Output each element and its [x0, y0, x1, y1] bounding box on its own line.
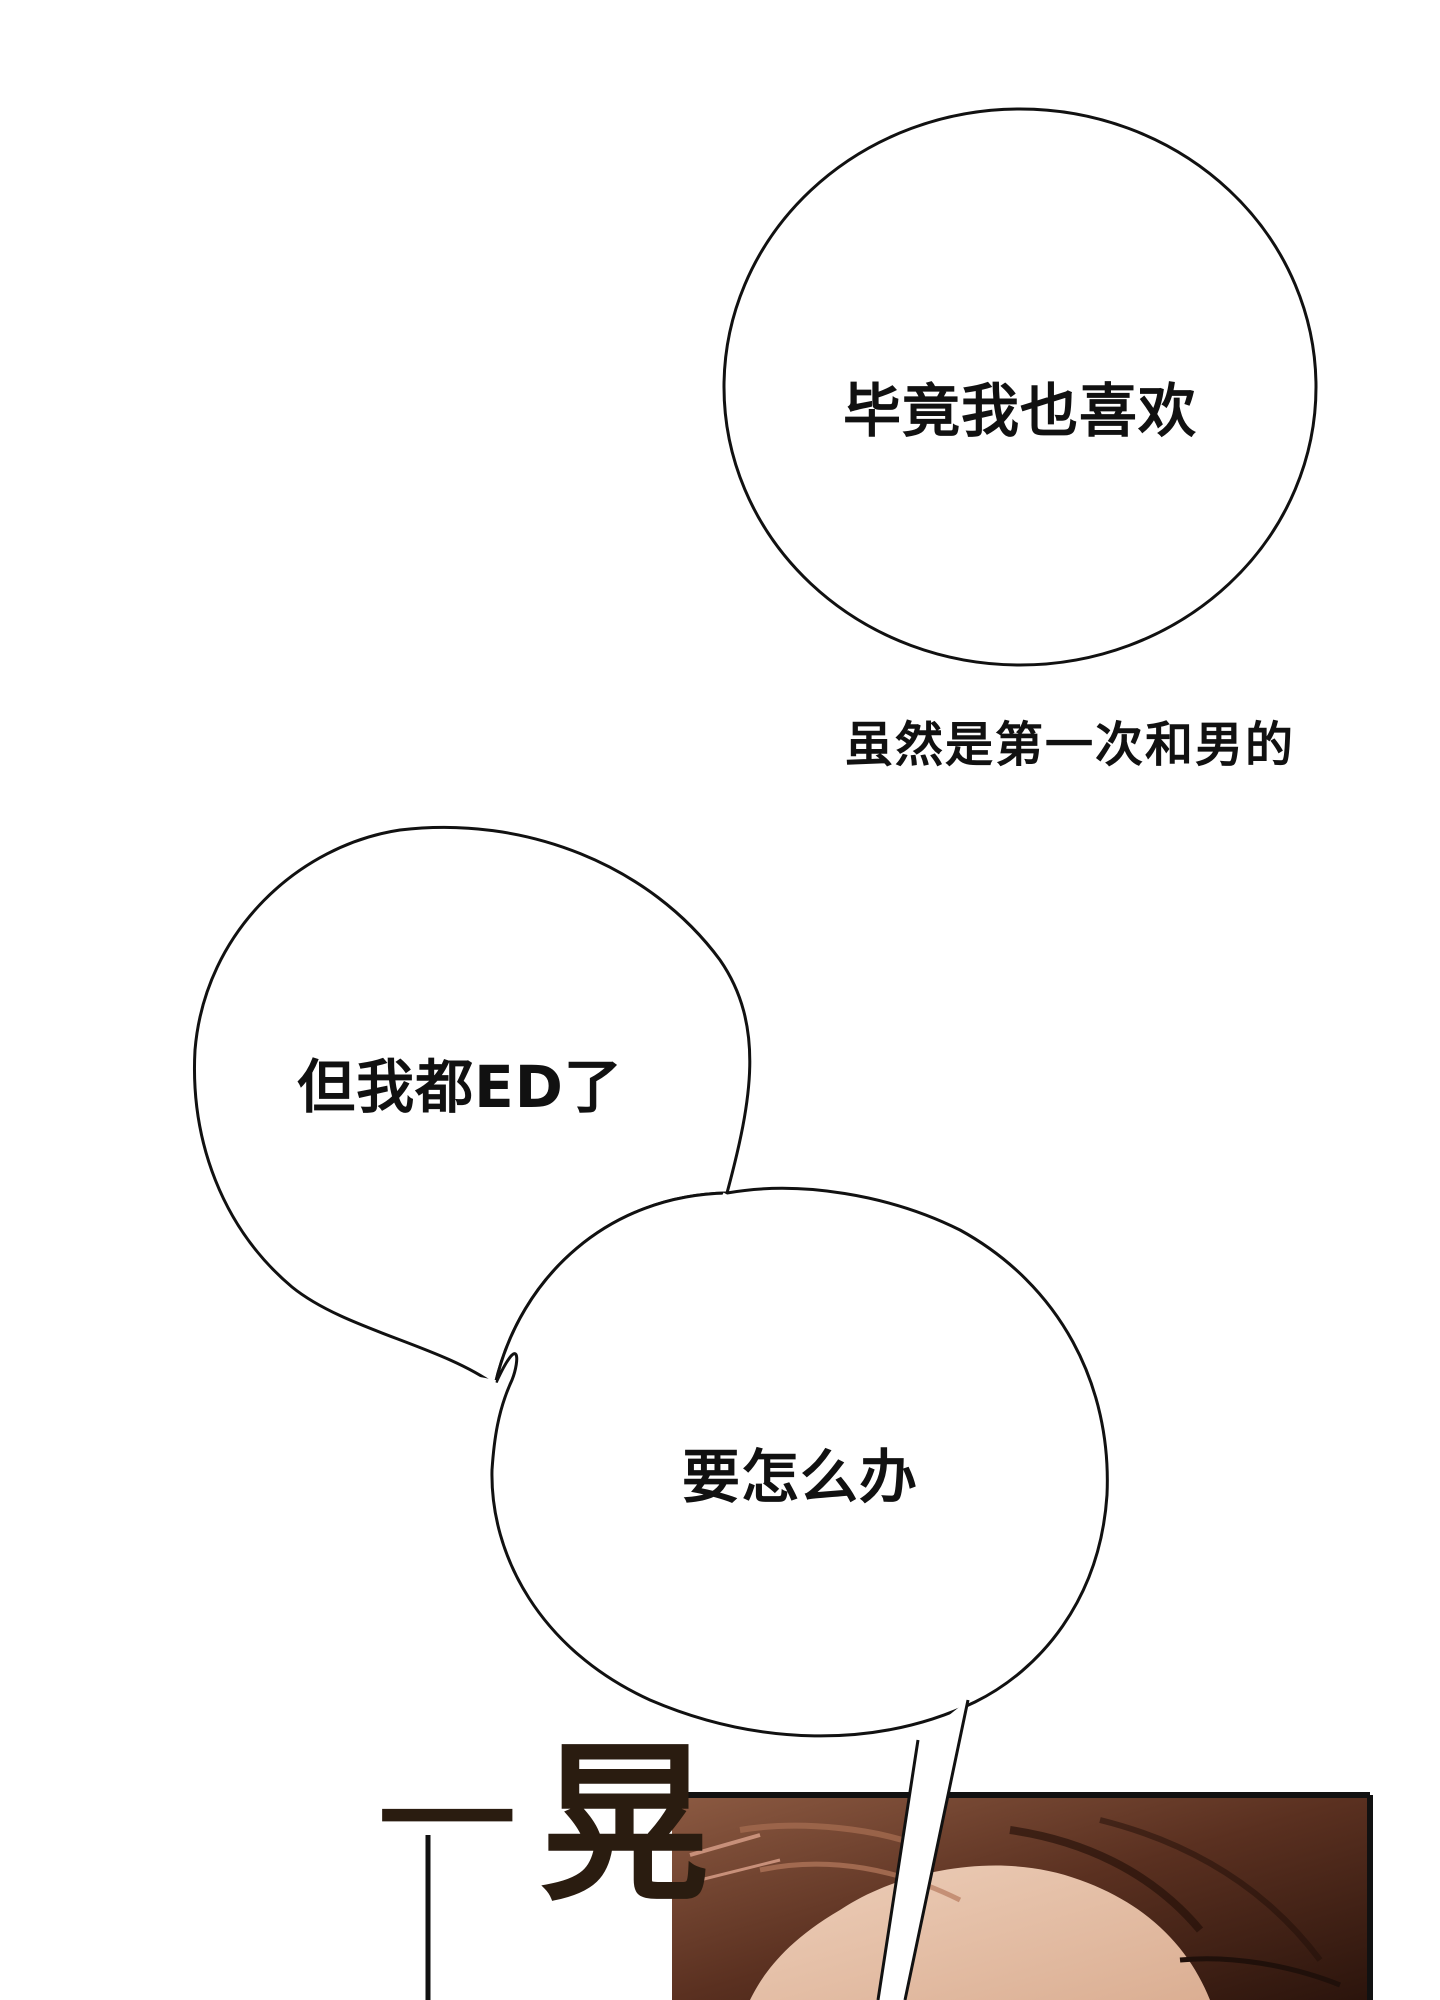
bubble-tail-fill [878, 1700, 968, 2000]
narration-text: 虽然是第一次和男的 [845, 717, 1296, 773]
hair-strand [1099, 1817, 1323, 1962]
hair-strand [759, 1861, 962, 1903]
speech-text-bottom: 要怎么办 [681, 1443, 918, 1511]
sfx-dash: 一 [378, 1755, 516, 1884]
eye-line [1179, 1956, 1341, 1988]
speech-text-middle: 但我都ED了 [297, 1053, 623, 1121]
sfx-text: 晃 [540, 1725, 711, 1925]
bubble-tail-right [903, 1699, 970, 2000]
hair-shape [672, 1795, 1370, 2000]
hair-strand [689, 1833, 761, 1857]
hair-strand [1009, 1826, 1204, 1933]
speech-bubble-double [193, 825, 1109, 2000]
speech-text-top: 毕竟我也喜欢 [842, 377, 1197, 445]
bubble-lower [490, 1186, 1109, 1738]
hair-strand [699, 1858, 781, 1882]
bubble-tail-left [876, 1739, 920, 2000]
speech-bubble-top [722, 107, 1318, 667]
bottom-panel [425, 1792, 1373, 2000]
